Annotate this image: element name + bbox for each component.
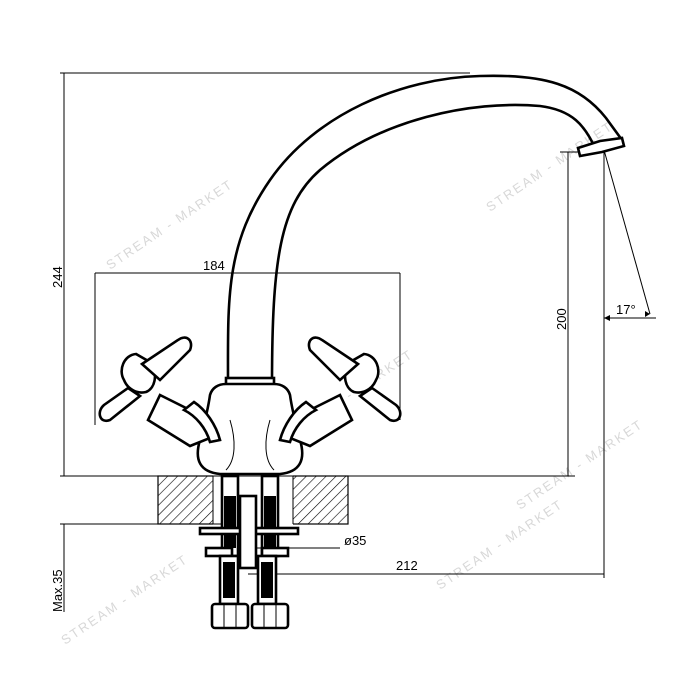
dim-max-deck: Max.35	[50, 569, 65, 612]
dim-spout-reach: 212	[396, 558, 418, 573]
dim-spout-height: 200	[554, 308, 569, 330]
dimension-labels: 244 200 184 212 ø35 Max.35 17°	[50, 258, 636, 612]
supply-hoses	[198, 474, 300, 630]
watermark-4: STREAM - MARKET	[513, 416, 646, 512]
dim-spout-angle: 17°	[616, 302, 636, 317]
dim-hole-diameter: ø35	[344, 533, 366, 548]
dim-handle-span: 184	[203, 258, 225, 273]
watermark-2: STREAM - MARKET	[483, 118, 616, 214]
watermark-6: STREAM - MARKET	[433, 496, 566, 592]
dim-total-height: 244	[50, 266, 65, 288]
watermark-5: STREAM - MARKET	[58, 551, 191, 647]
faucet-body	[98, 74, 626, 476]
